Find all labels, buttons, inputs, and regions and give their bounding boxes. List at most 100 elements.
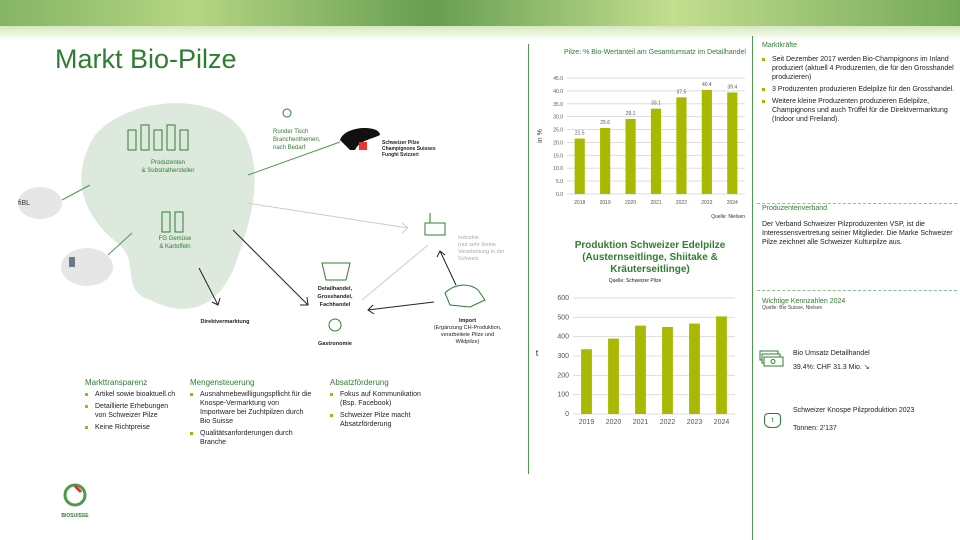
- chart-source: Quelle: Nielsen: [711, 214, 745, 220]
- y-tick-label: 100: [557, 392, 569, 399]
- bar: [662, 327, 673, 414]
- direct-label: Direktvermarktung: [200, 319, 250, 325]
- marktkraefte: Marktkräfte Seit Dezember 2017 werden Bi…: [762, 42, 957, 124]
- y-tick-label: 40.0: [553, 89, 563, 95]
- y-tick-label: 10.0: [553, 166, 563, 172]
- y-tick-label: 20.0: [553, 140, 563, 146]
- chart1: 0.0 5.0 10.0 15.0 20.0 25.0 30.0 35.0 40.0 45.0 20…: [537, 76, 745, 220]
- connector-line: [247, 141, 341, 176]
- bar: [676, 97, 687, 194]
- x-tick-label: 2021: [633, 419, 649, 426]
- page-title: Markt Bio-Pilze: [55, 44, 237, 74]
- x-tick-label: 2024: [714, 419, 730, 426]
- data-label: 25.6: [600, 120, 610, 126]
- verband: Produzentenverband Der Verband Schweizer…: [762, 205, 953, 246]
- market-diagram: [18, 103, 486, 332]
- header-banner: [0, 0, 960, 40]
- fg-label: FG Gemüse& Kartoffeln: [158, 236, 192, 250]
- x-tick-label: 2018: [574, 200, 585, 206]
- y-tick-label: 500: [557, 314, 569, 321]
- y-axis-label: t: [536, 348, 539, 358]
- y-tick-label: 30.0: [553, 115, 563, 121]
- bar: [650, 108, 662, 194]
- divider: [757, 290, 957, 291]
- x-tick-label: 2023: [687, 419, 703, 426]
- arrow-import-industry: [439, 250, 457, 286]
- farmers-icon: [127, 124, 189, 233]
- y-tick-label: 15.0: [553, 153, 563, 159]
- mushroom-logo: [340, 128, 380, 150]
- x-tick-label: 2020: [606, 419, 622, 426]
- y-tick-label: 600: [557, 295, 569, 302]
- connector-line: [61, 184, 91, 201]
- agroscope-circle: [61, 248, 113, 286]
- x-tick-label: 2024: [727, 200, 738, 206]
- y-tick-label: 45.0: [553, 76, 563, 82]
- round-table-icon: [282, 108, 292, 118]
- y-tick-label: 200: [557, 372, 569, 379]
- bar: [574, 138, 585, 194]
- arrow-to-retail: [232, 229, 309, 306]
- bio-suisse-logo: BIOSUISSE: [55, 482, 95, 519]
- producers-label: Produzenten& Substrathersteller: [141, 160, 195, 174]
- data-label: 33.1: [651, 101, 661, 107]
- y-tick-label: 25.0: [553, 128, 563, 134]
- x-tick-label: 2022: [676, 200, 687, 206]
- section-mengensteuerung: Mengensteuerung Ausnahmebewilligungspfli…: [190, 378, 315, 447]
- divider: [528, 44, 529, 474]
- retail-label: Detailhandel,Grosshandel,Fachhandel: [317, 286, 353, 308]
- bar: [625, 118, 636, 194]
- money-icon: [759, 350, 784, 367]
- arrow-industry-retail: [361, 244, 429, 301]
- weight-icon: t: [764, 413, 781, 428]
- x-tick-label: 2023: [701, 200, 712, 206]
- arrow-to-direct: [198, 267, 219, 306]
- y-tick-label: 300: [557, 353, 569, 360]
- data-label: 40.4: [702, 82, 712, 88]
- bar: [635, 325, 646, 414]
- arrow-to-industry: [246, 202, 409, 229]
- kpi-production-label: Schweizer Knospe Pilzproduktion 2023: [793, 407, 915, 414]
- divider: [757, 203, 957, 204]
- data-label: 39.4: [727, 84, 737, 90]
- fibl-logo: fiBL: [18, 200, 31, 207]
- data-label: 29.1: [626, 111, 636, 117]
- x-tick-label: 2019: [579, 419, 595, 426]
- bar: [608, 338, 619, 414]
- bar: [701, 89, 712, 194]
- kennzahlen: Wichtige Kennzahlen 2024 Quelle: Bio Sui…: [762, 298, 846, 311]
- chart1-title: Pilze: % Bio-Wertanteil am Gesamtumsatz …: [564, 49, 746, 56]
- x-tick-label: 2022: [660, 419, 676, 426]
- x-tick-label: 2020: [625, 200, 636, 206]
- x-tick-label: 2019: [600, 200, 611, 206]
- arrow-import-retail: [367, 301, 435, 311]
- divider: [752, 36, 753, 540]
- chart2-title: Produktion Schweizer Edelpilze (Austerns…: [574, 240, 726, 275]
- bar: [600, 128, 611, 194]
- bar: [689, 323, 700, 414]
- bar: [581, 349, 592, 414]
- y-tick-label: 35.0: [553, 102, 563, 108]
- data-label: 21.5: [575, 131, 585, 137]
- y-tick-label: 5.0: [556, 179, 563, 185]
- factory-icon: [424, 213, 446, 236]
- swiss-map-icon: [444, 284, 486, 308]
- import-label: Import(Ergänzung CH-Produktion,verarbeit…: [433, 318, 502, 345]
- x-tick-label: 2021: [650, 200, 661, 206]
- fibl-circle: [18, 187, 62, 219]
- section-absatzfoerderung: Absatzförderung Fokus auf Kommunikation …: [330, 378, 430, 429]
- y-axis-label: in %: [537, 129, 544, 143]
- y-tick-label: 0: [565, 411, 569, 418]
- bar: [727, 92, 738, 194]
- chart2: 0 100 200 300 400 500 600 2019 2020 2021 2022 2023 2…: [536, 295, 735, 426]
- producer-blob: [81, 103, 255, 309]
- y-tick-label: 0.0: [556, 192, 563, 198]
- y-tick-label: 400: [557, 334, 569, 341]
- gastro-label: Gastronomie: [318, 341, 352, 347]
- section-markttransparenz: Markttransparenz Artikel sowie bioaktuel…: [85, 378, 180, 432]
- plate-icon: [328, 318, 342, 332]
- basket-icon: [321, 262, 351, 281]
- data-label: 37.5: [677, 89, 687, 95]
- chart2-source: Quelle: Schweizer Pilze: [608, 278, 662, 284]
